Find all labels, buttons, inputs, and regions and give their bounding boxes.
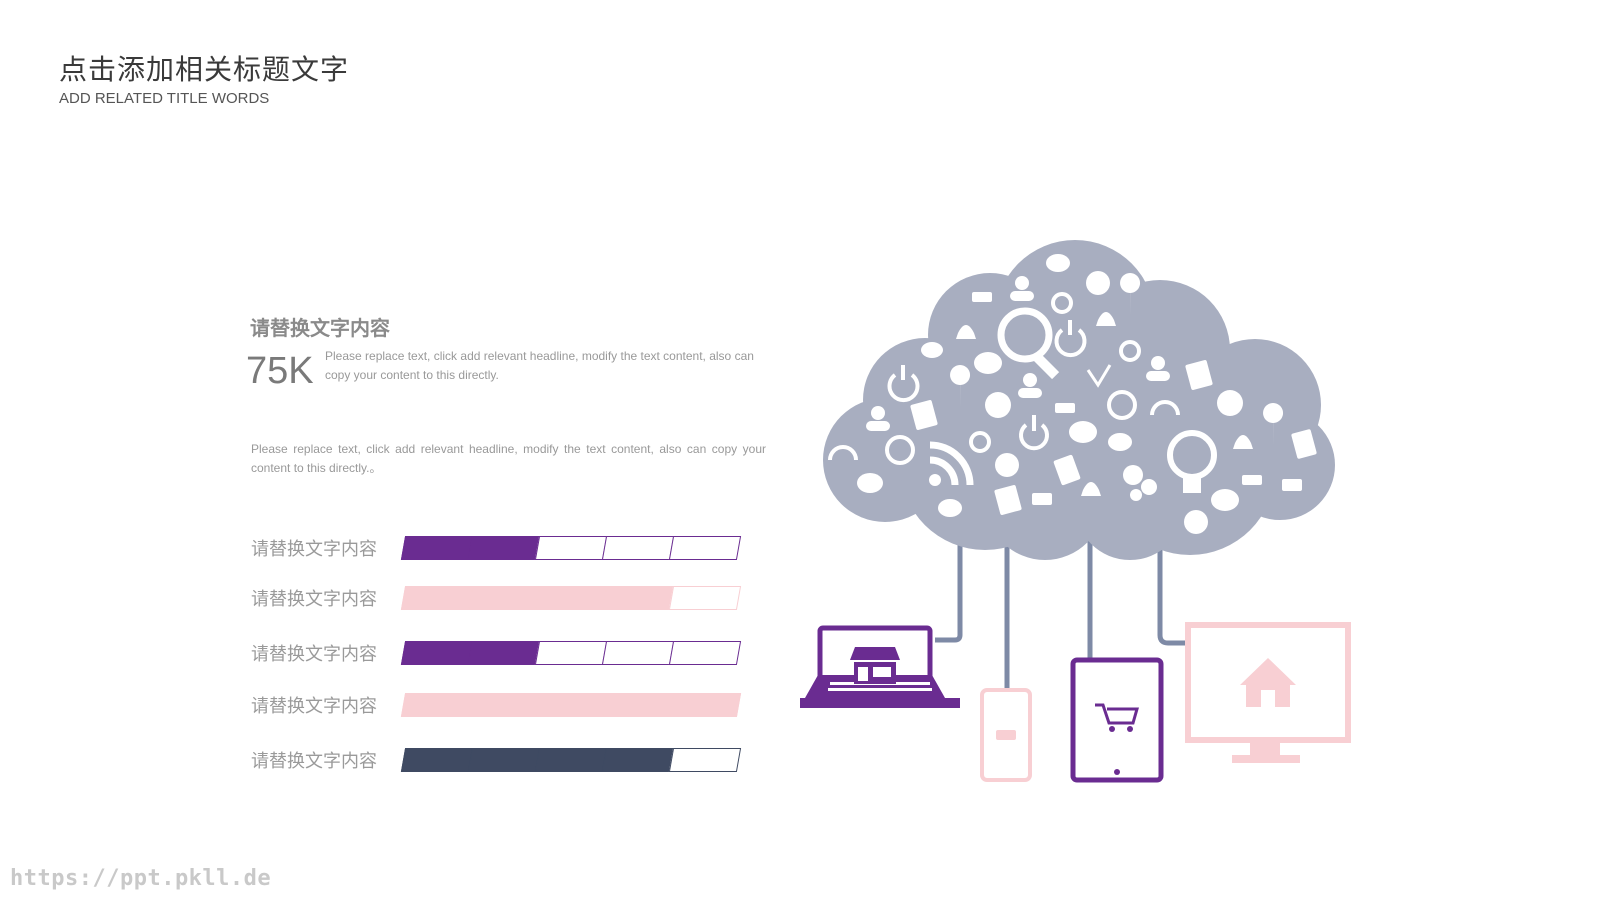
progress-segment: [668, 748, 742, 772]
progress-segment: [601, 641, 675, 665]
gear-icon: [1123, 465, 1157, 501]
cloud-icons: [828, 254, 1317, 534]
progress-segment: [601, 693, 675, 717]
progress-segment: [400, 536, 474, 560]
progress-segments: [400, 748, 742, 772]
progress-segment: [467, 586, 541, 610]
laptop-shop-icon: [800, 625, 960, 708]
progress-segment: [534, 748, 608, 772]
progress-segment: [601, 586, 675, 610]
progress-label: 请替换文字内容: [251, 696, 377, 717]
stat-description: Please replace text, click add relevant …: [325, 349, 754, 382]
power-icon: [887, 320, 1087, 451]
progress-segments: [400, 586, 742, 610]
progress-row: 请替换文字内容: [251, 690, 742, 720]
progress-segment: [400, 693, 474, 717]
progress-label: 请替换文字内容: [251, 644, 377, 665]
progress-segment: [668, 641, 742, 665]
progress-segment: [467, 536, 541, 560]
stat-heading: 请替换文字内容: [250, 316, 390, 340]
page-title: 点击添加相关标题文字: [59, 53, 350, 86]
progress-row: 请替换文字内容: [251, 533, 742, 563]
progress-label: 请替换文字内容: [251, 589, 377, 610]
wifi-icon: [929, 441, 974, 486]
globe-icon: [985, 390, 1243, 418]
progress-segment: [400, 586, 474, 610]
progress-row: 请替换文字内容: [251, 583, 742, 613]
info-icon: [885, 390, 1137, 465]
progress-segments: [400, 641, 742, 665]
progress-segment: [467, 693, 541, 717]
monitor-home-icon: [1185, 622, 1351, 763]
stat-value: 75K: [246, 350, 314, 392]
progress-segment: [668, 536, 742, 560]
bell-icon: [956, 312, 1253, 496]
progress-segment: [400, 748, 474, 772]
progress-segments: [400, 536, 742, 560]
signal-icon: [1086, 364, 1112, 388]
body-paragraph: Please replace text, click add relevant …: [251, 442, 766, 475]
coffee-cup-icon: [972, 292, 1262, 485]
users-icon: [866, 276, 1170, 431]
search-icon: [997, 307, 1060, 380]
tablet-cart-icon: [1070, 657, 1164, 783]
progress-label: 请替换文字内容: [251, 539, 377, 560]
lightbulb-icon: [1167, 430, 1217, 493]
document-icon: [910, 360, 1317, 515]
progress-segment: [534, 536, 608, 560]
progress-segments: [400, 693, 742, 717]
cart-icon: [1032, 479, 1302, 505]
progress-segment: [534, 693, 608, 717]
progress-row: 请替换文字内容: [251, 745, 742, 775]
headset-icon: [828, 400, 1180, 461]
watermark-url: https://ppt.pkll.de: [10, 866, 272, 891]
pie-chart-icon: [995, 271, 1208, 534]
cloud-network-illustration: [800, 240, 1351, 783]
progress-segment: [534, 641, 608, 665]
page-subtitle: ADD RELATED TITLE WORDS: [59, 90, 270, 107]
progress-segment: [601, 536, 675, 560]
progress-segment: [467, 748, 541, 772]
progress-segment: [601, 748, 675, 772]
progress-row: 请替换文字内容: [251, 638, 742, 668]
chat-bubble-icon: [857, 254, 1239, 517]
progress-segment: [467, 641, 541, 665]
phone-coffee-icon: [980, 688, 1032, 782]
cables: [935, 520, 1188, 690]
progress-segment: [668, 586, 742, 610]
progress-segment: [668, 693, 742, 717]
refresh-icon: [969, 292, 1141, 453]
progress-segment: [400, 641, 474, 665]
progress-label: 请替换文字内容: [251, 751, 377, 772]
location-pin-icon: [950, 273, 1284, 447]
progress-segment: [534, 586, 608, 610]
wifi-dot-icon: [929, 474, 941, 486]
